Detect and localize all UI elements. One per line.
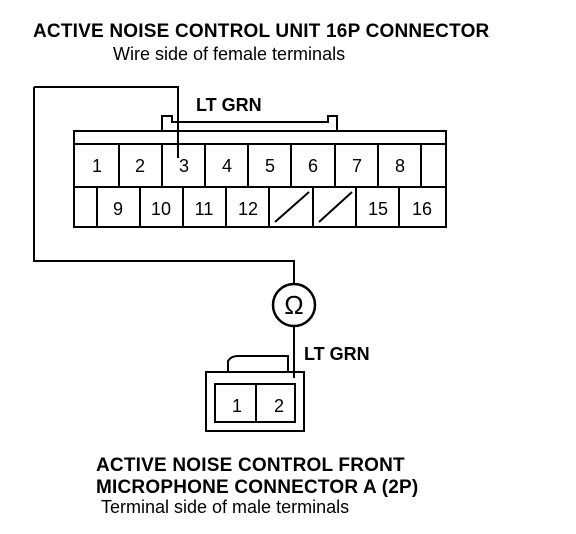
terminal-5: 5 <box>265 156 275 176</box>
terminal-1: 1 <box>92 156 102 176</box>
mic-terminal-2: 2 <box>274 396 284 416</box>
probe-leads <box>33 86 295 378</box>
terminal-6: 6 <box>308 156 318 176</box>
bottom-connector-subtitle: Terminal side of male terminals <box>101 497 350 517</box>
top-connector <box>73 115 447 228</box>
terminal-15: 15 <box>368 199 388 219</box>
lead-left-run <box>33 87 295 284</box>
terminal-10: 10 <box>151 199 171 219</box>
empty-cavity-13 <box>274 191 310 223</box>
ohmmeter-circle <box>271 282 317 328</box>
top-connector-lock-tab <box>161 115 338 131</box>
bottom-connector-title-line1: ACTIVE NOISE CONTROL FRONT <box>96 455 405 476</box>
bottom-connector-lock-tab <box>227 355 289 372</box>
top-wire-label: LT GRN <box>196 95 262 115</box>
top-connector-housing <box>73 130 447 228</box>
terminal-8: 8 <box>395 156 405 176</box>
terminal-3: 3 <box>179 156 189 176</box>
top-connector-title: ACTIVE NOISE CONTROL UNIT 16P CONNECTOR <box>33 21 490 42</box>
top-connector-terminals: 1 2 3 4 5 6 7 8 9 10 11 12 15 16 <box>92 156 432 219</box>
empty-cavity-14 <box>318 191 353 223</box>
terminal-4: 4 <box>222 156 232 176</box>
terminal-2: 2 <box>135 156 145 176</box>
terminal-12: 12 <box>238 199 258 219</box>
terminal-9: 9 <box>113 199 123 219</box>
terminal-11: 11 <box>195 199 214 219</box>
bottom-connector-housing <box>205 371 305 432</box>
bottom-connector <box>205 355 305 432</box>
bottom-connector-terminals: 1 2 <box>232 396 284 416</box>
ohmmeter: Ω <box>271 282 317 328</box>
terminal-16: 16 <box>412 199 432 219</box>
terminal-7: 7 <box>352 156 362 176</box>
bottom-wire-label: LT GRN <box>304 344 370 364</box>
ohm-icon: Ω <box>284 290 303 320</box>
mic-terminal-1: 1 <box>232 396 242 416</box>
bottom-connector-title-line2: MICROPHONE CONNECTOR A (2P) <box>96 477 419 498</box>
lead-top-run <box>34 86 179 118</box>
top-connector-subtitle: Wire side of female terminals <box>113 44 346 64</box>
